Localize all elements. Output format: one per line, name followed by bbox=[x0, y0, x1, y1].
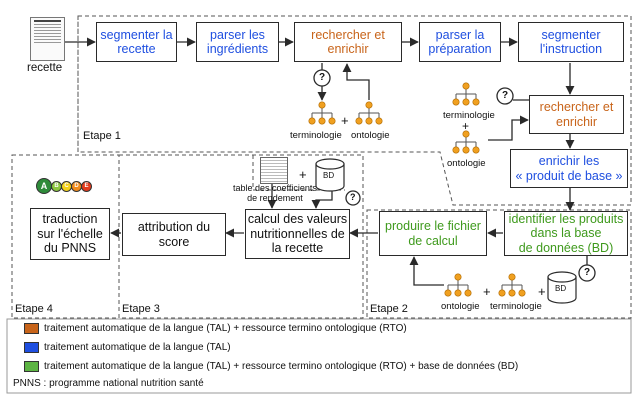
plus-sign-4: + bbox=[538, 284, 546, 299]
question-mark-4: ? bbox=[350, 192, 356, 202]
step-traduction-pnns: traduction sur l'échelle du PNNS bbox=[30, 208, 110, 260]
etape3-region bbox=[118, 154, 364, 319]
ontology-tree-icons bbox=[308, 82, 526, 297]
step-attribution-score: attribution du score bbox=[122, 213, 226, 256]
legend-box bbox=[6, 318, 632, 394]
step-produire-fichier: produire le fichier de calcul bbox=[379, 211, 487, 256]
nutriscore-letter-a: A bbox=[36, 178, 52, 194]
footnote-pnns: PNNS : programme national nutrition sant… bbox=[13, 378, 204, 389]
terminologie-label-3: terminologie bbox=[490, 301, 542, 312]
legend-text-green: traitement automatique de la langue (TAL… bbox=[44, 361, 519, 372]
question-icon-etape3 bbox=[345, 190, 361, 206]
plus-sign-1: + bbox=[341, 113, 349, 128]
etape3-inner-region bbox=[252, 155, 345, 191]
step-segmenter-recette: segmenter la recette bbox=[96, 22, 177, 62]
question-icon-right bbox=[496, 87, 514, 105]
recette-label: recette bbox=[27, 62, 63, 74]
etape1-label: Etape 1 bbox=[83, 130, 121, 142]
ontologie-label-1: ontologie bbox=[351, 130, 390, 141]
plus-sign-3: + bbox=[483, 284, 491, 299]
legend-text-blue: traitement automatique de la langue (TAL… bbox=[44, 342, 231, 353]
ontologie-tree-icon-2 bbox=[452, 130, 480, 154]
coeff-table-icon bbox=[260, 157, 288, 184]
step-rechercher-enrichir-2: rechercher et enrichir bbox=[529, 95, 624, 134]
step-rechercher-enrichir-1: rechercher et enrichir bbox=[294, 22, 402, 62]
step-calcul-valeurs: calcul des valeurs nutritionnelles de la… bbox=[245, 209, 350, 259]
etape1-region bbox=[77, 15, 632, 206]
bd-label-etape3: BD bbox=[323, 171, 335, 180]
legend-item-orange: traitement automatique de la langue (TAL… bbox=[24, 323, 407, 334]
plus-sign-2: + bbox=[462, 119, 470, 133]
table-coefficients-label: table des coefficients de rendement bbox=[233, 183, 317, 204]
terminologie-label-2: terminologie bbox=[443, 110, 495, 121]
step-parser-ingredients: parser les ingrédients bbox=[196, 22, 279, 62]
step-segmenter-instruction: segmenter l'instruction bbox=[518, 22, 624, 62]
terminologie-tree-icon-2 bbox=[452, 82, 480, 106]
step-parser-preparation: parser la préparation bbox=[419, 22, 501, 62]
arrow-ontologie-rechercher2 bbox=[488, 115, 529, 141]
ontologie-label-3: ontologie bbox=[441, 301, 480, 312]
legend-text-orange: traitement automatique de la langue (TAL… bbox=[44, 323, 407, 334]
terminologie-tree-icon-1 bbox=[308, 101, 336, 125]
database-icon-etape3 bbox=[315, 158, 345, 192]
question-icon-etape1 bbox=[313, 69, 331, 87]
legend-swatch-green bbox=[24, 361, 39, 372]
arrow-ontologie-rechercher bbox=[342, 63, 370, 100]
step-identifier-produits: identifier les produits dans la base de … bbox=[504, 211, 628, 256]
question-icon-etape2 bbox=[578, 264, 596, 282]
nutriscore-letter-e: E bbox=[81, 180, 92, 192]
etape4-label: Etape 4 bbox=[15, 303, 53, 315]
question-mark-1: ? bbox=[319, 72, 326, 83]
ontologie-tree-icon-1 bbox=[355, 101, 383, 125]
database-icon-etape2 bbox=[547, 271, 577, 304]
etape3-label: Etape 3 bbox=[122, 303, 160, 315]
legend-item-green: traitement automatique de la langue (TAL… bbox=[24, 361, 518, 372]
legend-swatch-blue bbox=[24, 342, 39, 353]
ontologie-label-2: ontologie bbox=[447, 158, 486, 169]
plus-sign-5: + bbox=[299, 167, 307, 182]
arrow-ressources-produire bbox=[409, 256, 444, 286]
terminologie-tree-icon-3 bbox=[498, 273, 526, 297]
question-mark-3: ? bbox=[584, 267, 591, 278]
legend-item-blue: traitement automatique de la langue (TAL… bbox=[24, 342, 231, 353]
legend-swatch-orange bbox=[24, 323, 39, 334]
ontologie-tree-icon-3 bbox=[444, 273, 472, 297]
etape2-label: Etape 2 bbox=[370, 303, 408, 315]
bd-label-etape2: BD bbox=[555, 284, 567, 293]
terminologie-label-1: terminologie bbox=[290, 130, 342, 141]
question-mark-2: ? bbox=[502, 90, 509, 101]
recipe-card-icon bbox=[30, 17, 65, 61]
etape2-region bbox=[366, 209, 632, 319]
step-enrichir-produit-base: enrichir les « produit de base » bbox=[510, 149, 628, 188]
